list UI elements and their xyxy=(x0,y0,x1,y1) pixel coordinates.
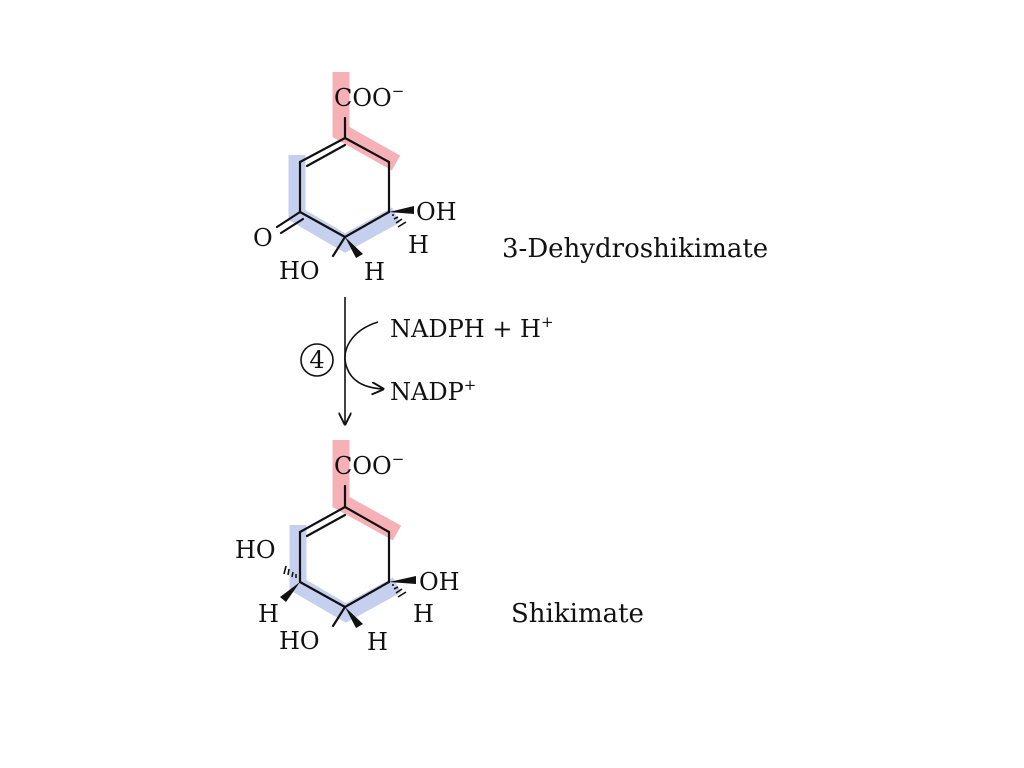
carboxylate-label: COO− xyxy=(334,450,404,480)
h-right-label: H xyxy=(408,231,429,259)
step-number: 4 xyxy=(309,346,324,374)
blue-highlight xyxy=(289,525,402,623)
bond xyxy=(298,136,347,164)
h-left-label: H xyxy=(258,600,279,628)
h-bottom-label: H xyxy=(364,258,385,286)
hash-bond xyxy=(392,214,407,228)
double-bond xyxy=(279,217,305,235)
bond xyxy=(343,580,391,609)
wedge-bond xyxy=(345,607,363,628)
bond xyxy=(331,605,347,628)
cofactor-curve xyxy=(344,321,383,389)
bond xyxy=(343,505,391,534)
bond xyxy=(343,210,391,239)
bond xyxy=(343,136,391,164)
hydroxyl-bottom-label: HO xyxy=(279,257,320,285)
hydroxyl-right-label: OH xyxy=(416,198,457,226)
blue-highlight xyxy=(288,155,401,253)
bond xyxy=(298,580,347,609)
dehydroshikimate-structure: COO− O OH H HO H xyxy=(253,72,457,286)
shikimate-structure: COO− HO H OH H HO H xyxy=(235,440,460,656)
bond xyxy=(298,505,347,534)
oxo-label: O xyxy=(253,224,273,252)
wedge-bond xyxy=(389,206,414,214)
wedge-bond xyxy=(345,237,363,258)
hydroxyl-right-label: OH xyxy=(419,568,460,596)
cofactor-in-label: NADPH + H+ xyxy=(390,313,554,343)
hash-bond xyxy=(392,584,407,598)
shikimate-name: Shikimate xyxy=(511,599,644,629)
h-bottom-label: H xyxy=(367,628,388,656)
hydroxyl-bottom-label: HO xyxy=(279,627,320,655)
bond xyxy=(331,235,347,258)
red-highlight xyxy=(332,72,401,171)
wedge-bond xyxy=(389,576,416,584)
reaction-arrow: 4 xyxy=(300,297,383,424)
red-highlight xyxy=(332,440,402,541)
dehydroshikimate-name: 3-Dehydroshikimate xyxy=(502,234,768,264)
step-number-circle xyxy=(300,343,334,377)
double-bond xyxy=(305,513,347,538)
wedge-bond xyxy=(280,582,300,602)
cofactor-out-label: NADP+ xyxy=(390,376,476,406)
double-bond xyxy=(275,210,302,229)
h-right-label: H xyxy=(413,600,434,628)
carboxylate-label: COO− xyxy=(334,82,404,112)
hydroxyl-left-label: HO xyxy=(235,536,276,564)
double-bond xyxy=(305,143,347,168)
bond xyxy=(298,210,347,239)
hash-bond xyxy=(283,565,297,578)
